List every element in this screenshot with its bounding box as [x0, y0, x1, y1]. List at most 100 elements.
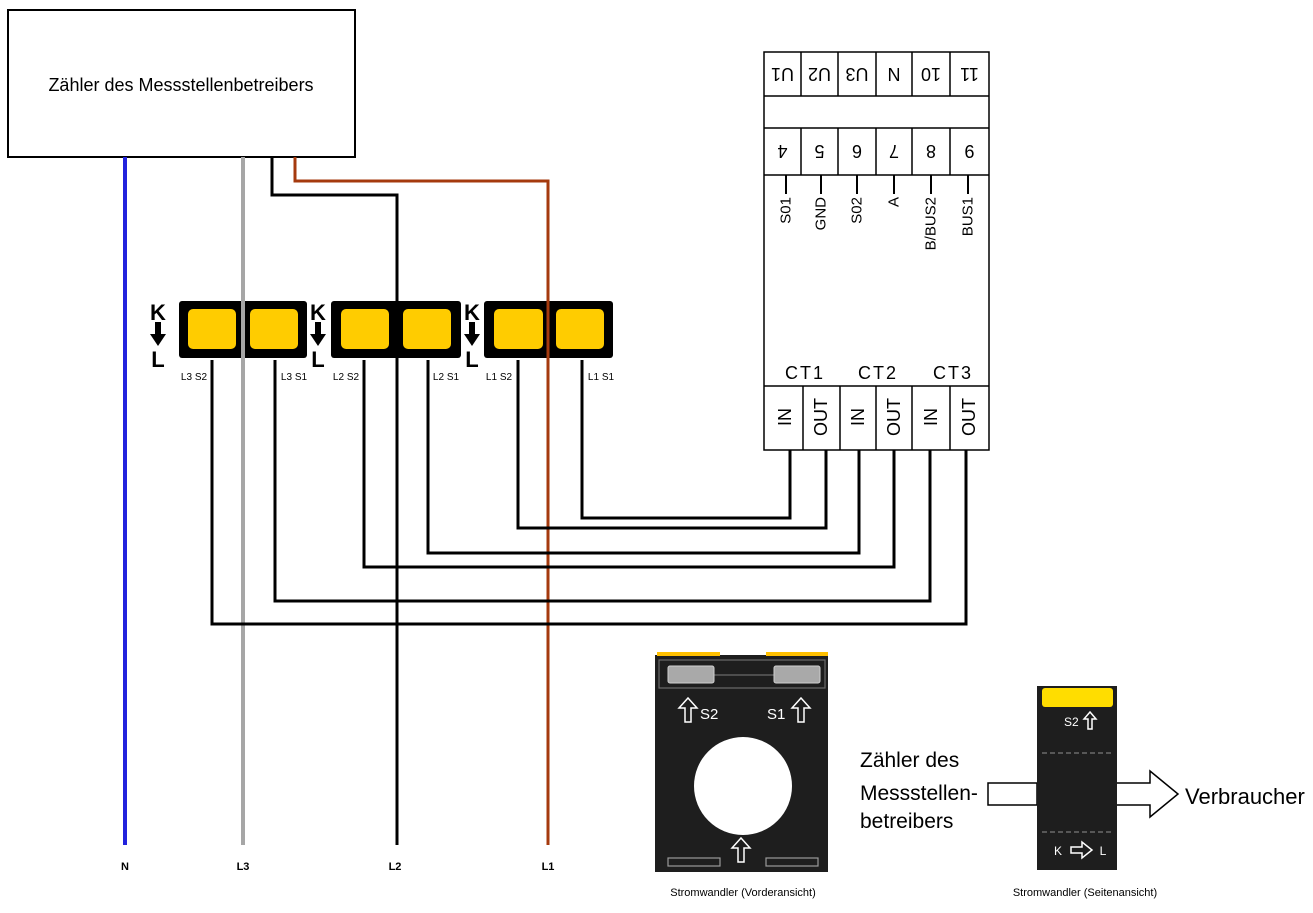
- wire-l1-s2-to-ct1-out: [516, 360, 828, 530]
- ct-label-l3-s1: L3 S1: [281, 372, 308, 383]
- l-label: L: [465, 347, 478, 372]
- ct-label-l2-s1: L2 S1: [433, 372, 460, 383]
- ct-terminal-s1: [250, 309, 298, 349]
- ct-direction-l3: K L: [150, 300, 166, 372]
- signal-label-bus1: BUS1: [960, 197, 977, 236]
- ct-terminal-s2: [341, 309, 389, 349]
- wire-l2-s2-to-ct2-out: [362, 360, 896, 569]
- terminal-number-4: 4: [777, 141, 787, 161]
- arrow-down-icon: [464, 322, 480, 346]
- ct-label-l2-s2: L2 S2: [333, 372, 360, 383]
- front-s1-label: S1: [767, 706, 785, 723]
- ct-input-name-ct2: CT2: [858, 363, 898, 383]
- voltage-terminal-u2: U2: [808, 64, 831, 84]
- side-k-label: K: [1054, 844, 1062, 858]
- current-flow-arrow: [987, 769, 1180, 819]
- mounting-slot-left: [667, 857, 721, 867]
- voltage-terminal-n: N: [888, 64, 901, 84]
- wire-l1-s1-to-ct1-in: [580, 360, 792, 520]
- voltage-terminal-u1: U1: [771, 64, 794, 84]
- l-label: L: [311, 347, 324, 372]
- signal-label-b-bus2: B/BUS2: [923, 197, 940, 250]
- ct3-out-terminal: OUT: [959, 398, 979, 436]
- device-housing: [763, 51, 990, 451]
- arrow-up-icon: [790, 696, 812, 723]
- meter-label: Zähler des Messstellenbetreibers: [48, 75, 313, 95]
- ct-direction-l2: K L: [310, 300, 326, 372]
- front-s2-label: S2: [700, 706, 718, 723]
- ct-input-name-ct1: CT1: [785, 363, 825, 383]
- terminal-zone-outline: [658, 659, 826, 689]
- main-conductors: [123, 157, 550, 845]
- ct-input-name-ct3: CT3: [933, 363, 973, 383]
- ct-label-l1-s1: L1 S1: [588, 372, 615, 383]
- ct-front-view: S2 S1 Stromwandler (Vorderansicht): [655, 652, 828, 899]
- ct-terminal-s1: [556, 309, 604, 349]
- k-label: K: [310, 300, 326, 325]
- side-view-caption: Stromwandler (Seitenansicht): [1013, 887, 1157, 899]
- meter-operator-box: Zähler des Messstellenbetreibers: [7, 9, 356, 158]
- voltage-terminal-row: U1 U2 U3 N 10 11: [764, 52, 989, 97]
- arrow-up-icon: [1082, 710, 1098, 730]
- yellow-strip-left: [657, 652, 720, 656]
- flow-source-label: Zähler des Messstellen- betreibers: [860, 749, 978, 833]
- wire-l2: [270, 157, 399, 845]
- yellow-strip-right: [766, 652, 828, 656]
- k-label: K: [150, 300, 166, 325]
- terminal-number-9: 9: [964, 141, 974, 161]
- flow-source-line-1: Zähler des: [860, 749, 959, 772]
- wire-l3-s2-to-ct3-out: [210, 360, 968, 626]
- k-label: K: [464, 300, 480, 325]
- flow-source-line-2: Messstellen-: [860, 782, 978, 805]
- conductor-labels: N L3 L2 L1: [121, 861, 554, 873]
- ct1-in-terminal: IN: [775, 408, 795, 426]
- ct3-in-terminal: IN: [921, 408, 941, 426]
- terminal-number-7: 7: [889, 141, 899, 161]
- arrow-down-icon: [150, 322, 166, 346]
- ct-side-body: [1037, 686, 1117, 870]
- wire-l1: [293, 157, 550, 845]
- signal-label-a: A: [886, 197, 903, 207]
- ct2-in-terminal: IN: [848, 408, 868, 426]
- ct-side-view: S2 K L Stromwandler (Seitenansicht): [1013, 686, 1157, 899]
- voltage-terminal-10: 10: [921, 64, 941, 84]
- ct-direction-l1: K L: [464, 300, 480, 372]
- terminal-number-8: 8: [926, 141, 936, 161]
- front-view-caption: Stromwandler (Vorderansicht): [670, 887, 816, 899]
- terminal-screw-s2: [667, 665, 715, 684]
- side-l-label: L: [1100, 844, 1107, 858]
- flow-arrow-tail: [987, 782, 1038, 806]
- signal-label-gnd: GND: [813, 197, 830, 231]
- voltage-terminal-11: 11: [960, 64, 979, 84]
- flow-load-label: Verbraucher: [1185, 784, 1305, 809]
- l-label: L: [151, 347, 164, 372]
- ct1-out-terminal: OUT: [811, 398, 831, 436]
- ct-label-l1-s2: L1 S2: [486, 372, 513, 383]
- signal-label-s01: S01: [778, 197, 795, 224]
- terminal-number-6: 6: [852, 141, 862, 161]
- flow-source-line-3: betreibers: [860, 810, 953, 833]
- conductor-opening: [694, 737, 792, 835]
- energy-meter-device: U1 U2 U3 N 10 11 4 5 6 7 8 9: [763, 51, 990, 451]
- ct-input-block: CT1 CT2 CT3 IN OUT IN OUT IN OUT: [764, 363, 989, 450]
- label-l3: L3: [237, 861, 250, 873]
- arrow-up-icon: [730, 836, 752, 863]
- ct-terminal-s1: [403, 309, 451, 349]
- terminal-screw-s1: [773, 665, 821, 684]
- voltage-terminal-u3: U3: [845, 64, 868, 84]
- side-terminal-cover: [1042, 688, 1113, 707]
- ct2-out-terminal: OUT: [884, 398, 904, 436]
- meter-box-frame: [7, 9, 356, 158]
- arrow-right-icon: [1070, 840, 1094, 860]
- ct-terminal-s2: [188, 309, 236, 349]
- ct-terminal-s2: [494, 309, 543, 349]
- signal-labels: S01 GND S02 A B/BUS2 BUS1: [778, 175, 977, 250]
- arrow-up-icon: [677, 696, 699, 723]
- terminal-number-5: 5: [814, 141, 824, 161]
- signal-terminal-row: 4 5 6 7 8 9: [764, 127, 989, 176]
- wire-l2-s1-to-ct2-in: [426, 360, 861, 555]
- label-l2: L2: [389, 861, 402, 873]
- wire-l3-s1-to-ct3-in: [273, 360, 932, 603]
- signal-label-s02: S02: [849, 197, 866, 224]
